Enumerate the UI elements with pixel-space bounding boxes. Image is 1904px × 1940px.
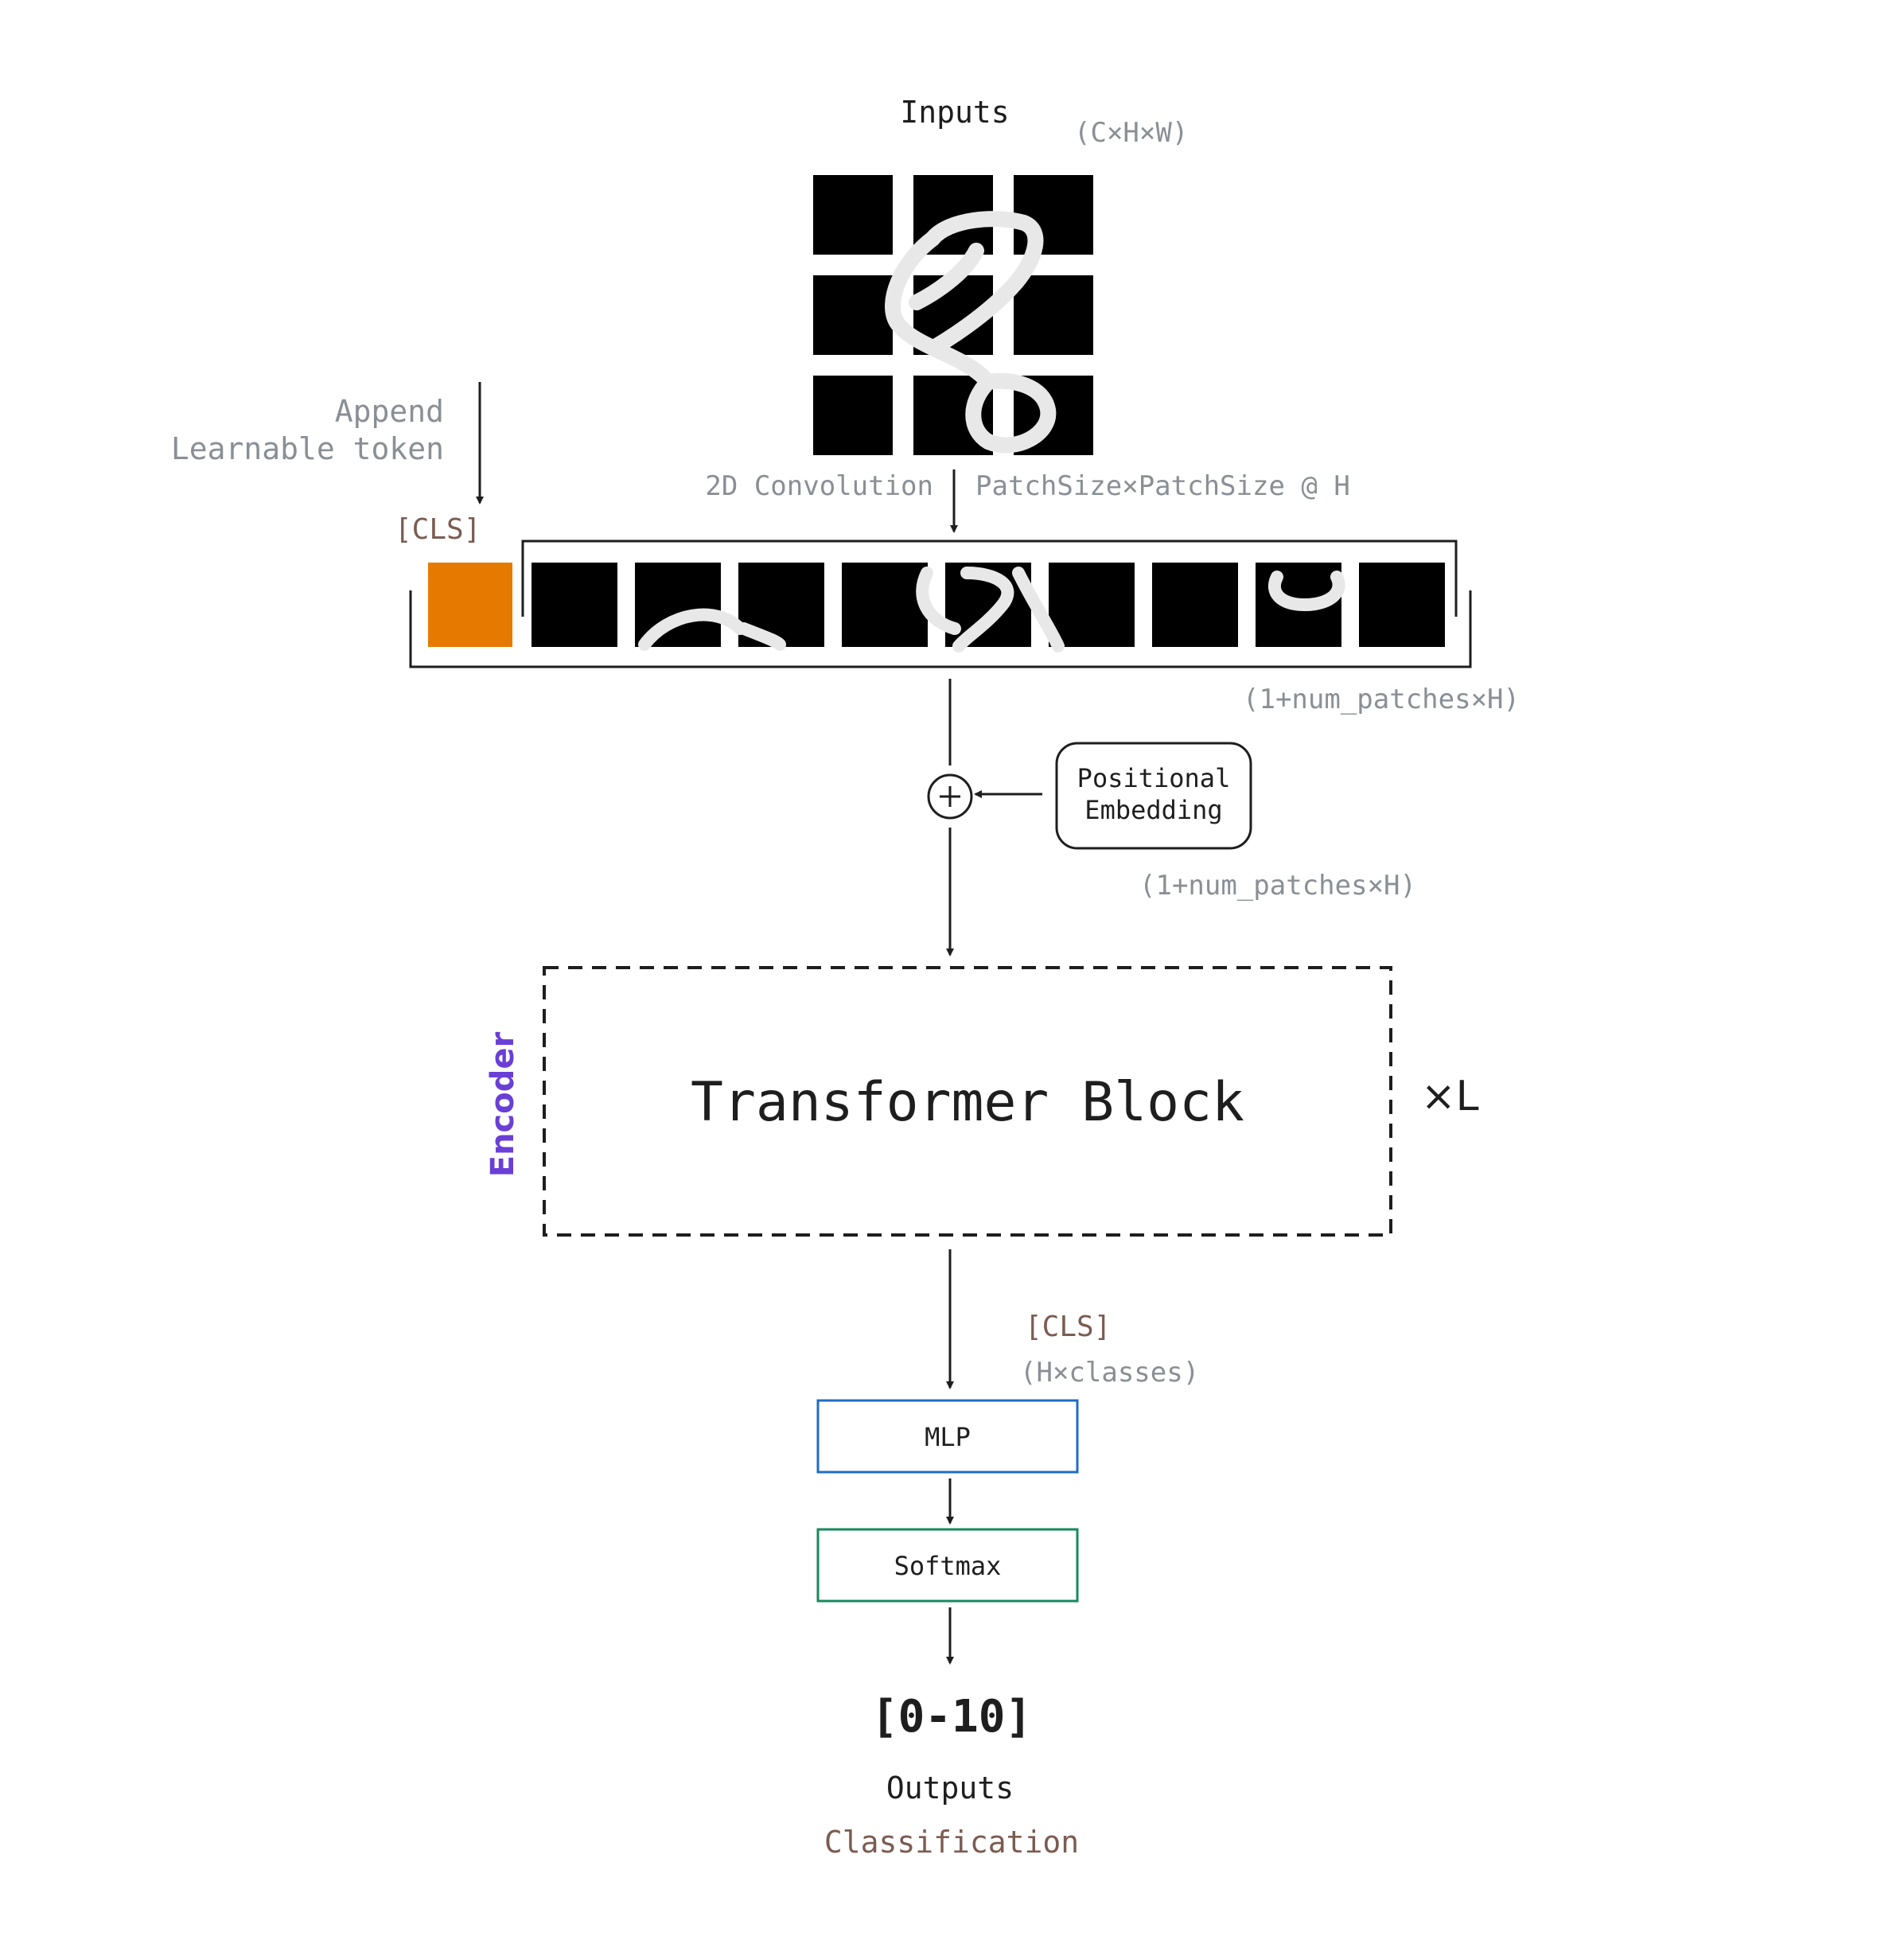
- input-patch: [813, 275, 893, 355]
- outputs-label: Outputs: [886, 1771, 1014, 1806]
- patch-token: [1049, 563, 1135, 647]
- softmax-label: Softmax: [894, 1551, 1002, 1581]
- cls-token: [428, 563, 512, 647]
- input-patch: [813, 175, 893, 255]
- inputs-label: Inputs: [900, 95, 1010, 130]
- mlp-box: [816, 1399, 1079, 1474]
- positional-embedding-shape-label: (1+num_patches×H): [1139, 870, 1416, 902]
- patch-token: [842, 563, 928, 647]
- patch-token: [531, 563, 617, 647]
- patch-bracket: [521, 540, 1458, 617]
- repeat-label: ×L: [1421, 1073, 1479, 1120]
- positional-embedding-box: [1055, 742, 1252, 850]
- conv-label: 2D Convolution: [705, 470, 933, 502]
- input-patch: [1014, 275, 1093, 355]
- mlp-label: MLP: [925, 1422, 971, 1452]
- append-label-line1: Append: [334, 394, 444, 429]
- inputs-shape-label: (C×H×W): [1074, 117, 1189, 149]
- softmax-box: [816, 1528, 1079, 1603]
- encoder-label: Encoder: [485, 1031, 521, 1178]
- patch-token: [1359, 563, 1445, 647]
- input-patch: [813, 376, 893, 455]
- sequence-bracket: [409, 590, 1472, 668]
- cls-output-label: [CLS]: [1025, 1311, 1112, 1343]
- cls-output-shape-label: (H×classes): [1020, 1357, 1200, 1389]
- sequence-shape-label: (1+num_patches×H): [1243, 684, 1520, 715]
- classification-label: Classification: [824, 1825, 1080, 1860]
- cls-token-label: [CLS]: [395, 513, 481, 546]
- transformer-block-label: Transformer Block: [691, 1071, 1244, 1134]
- input-patch: [1014, 175, 1093, 255]
- output-range-label: [0-10]: [870, 1691, 1033, 1743]
- positional-embedding-line1: Positional: [1077, 763, 1231, 793]
- transformer-block-box: [543, 966, 1392, 1237]
- digit-strokes: [885, 211, 1057, 454]
- append-label-line2: Learnable token: [170, 431, 444, 466]
- patch-size-label: PatchSize×PatchSize @ H: [975, 470, 1350, 502]
- patch-tokens: [531, 563, 1445, 653]
- positional-embedding-line2: Embedding: [1084, 795, 1223, 825]
- input-image-grid: [813, 175, 1093, 455]
- patch-token: [1152, 563, 1238, 647]
